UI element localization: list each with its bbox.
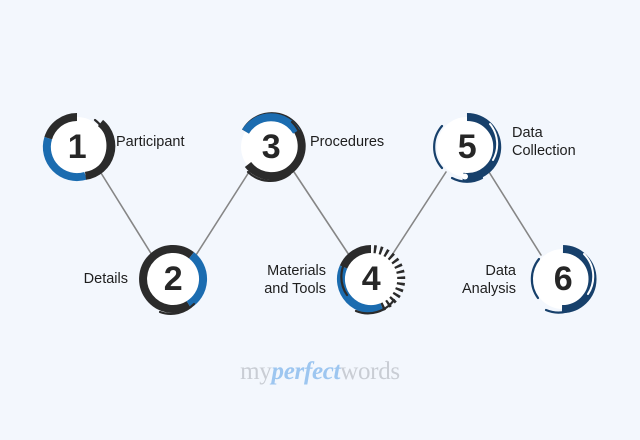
connector-4-5 xyxy=(391,171,447,256)
logo-part-words: words xyxy=(340,358,400,385)
step-node-5[interactable]: 5 xyxy=(430,110,504,184)
brand-logo: myperfectwords xyxy=(0,358,640,386)
step-number-4: 4 xyxy=(361,259,381,298)
logo-part-perfect: perfect xyxy=(271,358,341,385)
connector-5-6 xyxy=(488,171,542,256)
logo-part-my: my xyxy=(240,358,272,385)
step-node-6[interactable]: 6 xyxy=(526,242,600,316)
step-ring-1: 1 xyxy=(40,110,116,184)
step-number-5: 5 xyxy=(457,127,477,166)
connector-1-2 xyxy=(100,172,153,256)
step-node-1[interactable]: 1 xyxy=(40,110,116,184)
step-ring-4: 4 xyxy=(334,242,408,316)
step-label-4: Materials and Tools xyxy=(264,263,326,297)
step-number-1: 1 xyxy=(67,127,87,166)
step-label-5: Data Collection xyxy=(512,125,576,159)
connector-3-4 xyxy=(293,171,350,256)
step-label-1: Participant xyxy=(116,134,185,150)
step-label-6: Data Analysis xyxy=(462,263,516,297)
step-node-3[interactable]: 3 xyxy=(234,110,308,184)
step-number-3: 3 xyxy=(261,127,281,166)
step-ring-6: 6 xyxy=(526,242,600,316)
step-ring-2: 2 xyxy=(136,242,210,316)
step-node-4[interactable]: 4 xyxy=(334,242,408,316)
step-label-2: Details xyxy=(83,271,128,287)
step-ring-5: 5 xyxy=(430,110,504,184)
connector-2-3 xyxy=(195,171,250,256)
step-number-2: 2 xyxy=(163,259,183,298)
step-ring-3: 3 xyxy=(234,110,308,184)
step-node-2[interactable]: 2 xyxy=(136,242,210,316)
step-label-3: Procedures xyxy=(310,134,385,150)
step-number-6: 6 xyxy=(553,259,573,298)
